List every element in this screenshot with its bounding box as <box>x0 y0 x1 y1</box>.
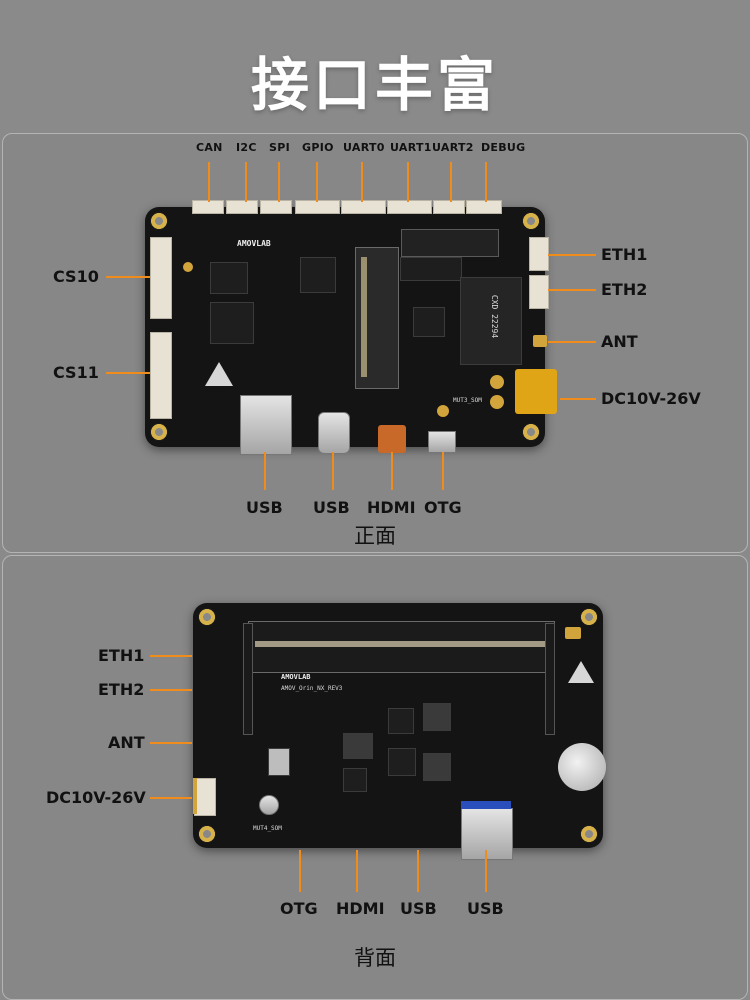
silk-back-2: MUT4_SOM <box>253 825 282 832</box>
label-back-eth1: ETH1 <box>98 646 145 665</box>
label-front-usb-c: USB <box>313 498 350 517</box>
label-i2c: I2C <box>236 141 257 154</box>
label-front-hdmi: HDMI <box>367 498 416 517</box>
back-caption: 背面 <box>354 946 396 970</box>
usb-c-port <box>318 412 350 454</box>
label-back-hdmi: HDMI <box>336 899 385 918</box>
label-uart2: UART2 <box>432 141 474 154</box>
label-cs10: CS10 <box>53 267 99 286</box>
wifi-module <box>460 277 522 365</box>
label-uart1: UART1 <box>390 141 432 154</box>
hdmi-port <box>378 425 406 453</box>
label-front-otg: OTG <box>424 498 462 517</box>
rtc-battery <box>558 743 606 791</box>
power-connector <box>515 369 557 414</box>
label-back-usb-2: USB <box>467 899 504 918</box>
antenna-connector <box>533 335 547 347</box>
label-gpio: GPIO <box>302 141 334 154</box>
otg-port <box>428 431 456 453</box>
label-front-usb-a: USB <box>246 498 283 517</box>
label-back-ant: ANT <box>108 733 145 752</box>
label-spi: SPI <box>269 141 290 154</box>
back-usb-a-port <box>461 808 513 860</box>
label-front-ant: ANT <box>601 332 638 351</box>
label-back-eth2: ETH2 <box>98 680 145 699</box>
warning-triangle-icon <box>568 661 594 683</box>
label-back-usb-1: USB <box>400 899 437 918</box>
module-text: CXD 22294 <box>490 294 500 339</box>
label-can: CAN <box>196 141 223 154</box>
label-back-otg: OTG <box>280 899 318 918</box>
back-board: AMOVLAB AMOV_Orin_NX_REV3 MUT4_SOM <box>193 603 606 860</box>
brand-logo: AMOVLAB <box>237 239 271 248</box>
front-caption: 正面 <box>354 524 396 548</box>
label-back-dc: DC10V-26V <box>46 788 146 807</box>
label-uart0: UART0 <box>343 141 385 154</box>
front-board: CXD 22294 AMOVLAB MUT3_SOM <box>145 200 557 455</box>
silk-back-1: AMOV_Orin_NX_REV3 <box>281 685 343 692</box>
label-front-eth1: ETH1 <box>601 245 648 264</box>
brand-logo-back: AMOVLAB <box>281 673 311 681</box>
warning-triangle-icon <box>205 362 233 386</box>
label-cs11: CS11 <box>53 363 99 382</box>
usb-a-port <box>240 395 292 455</box>
silk-front: MUT3_SOM <box>453 397 482 404</box>
label-front-eth2: ETH2 <box>601 280 648 299</box>
som-socket <box>248 621 555 673</box>
page-title: 接口丰富 <box>250 51 499 119</box>
label-debug: DEBUG <box>481 141 526 154</box>
label-front-dc: DC10V-26V <box>601 389 701 408</box>
